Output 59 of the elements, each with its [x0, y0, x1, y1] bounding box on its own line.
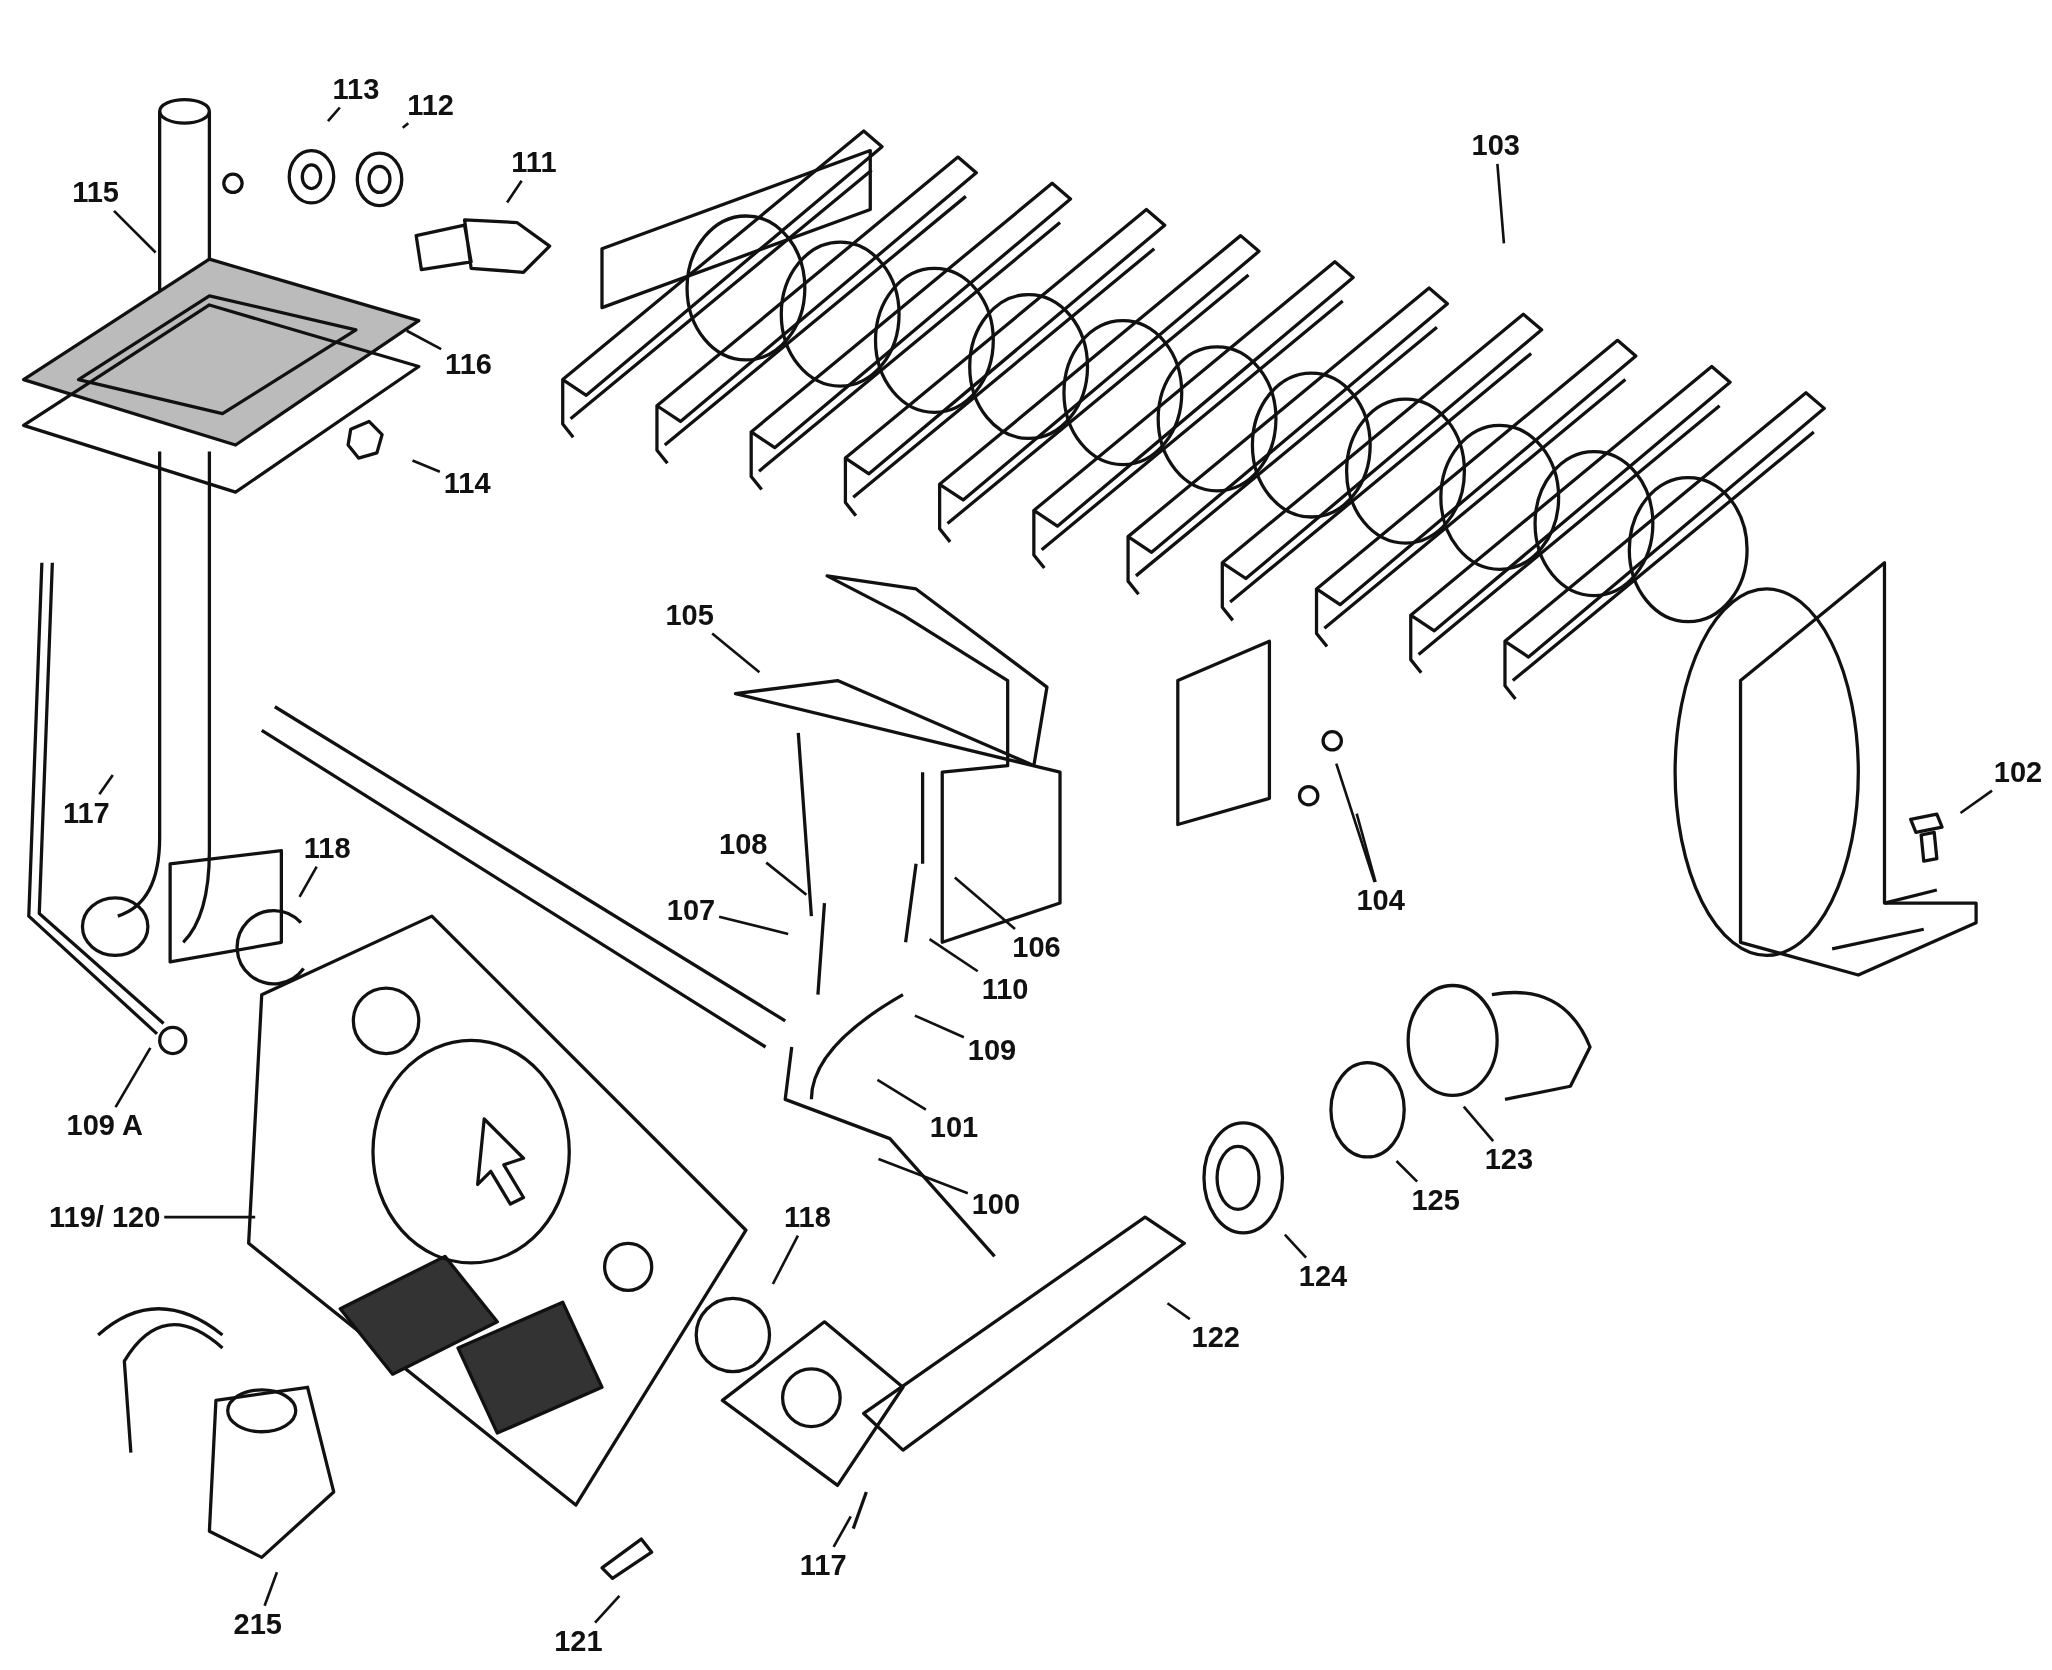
leader-line [1283, 1233, 1308, 1259]
leader-line [1166, 1302, 1191, 1321]
callout-number: 101 [929, 1112, 979, 1142]
leader-line [832, 1515, 852, 1548]
callout-number: 104 [1356, 885, 1405, 915]
callout-number: 121 [554, 1626, 603, 1656]
callout-number: 103 [1471, 130, 1520, 160]
callout-number: 107 [666, 895, 716, 924]
callout-number: 118 [784, 1202, 831, 1232]
callout-number: 102 [1993, 757, 2043, 787]
leader-line [718, 915, 789, 936]
callout-number: 215 [233, 1609, 282, 1639]
callout-number: 117 [799, 1550, 847, 1580]
leader-line [765, 861, 808, 896]
callout-number: 123 [1484, 1145, 1534, 1174]
callout-number: 116 [445, 349, 492, 379]
leader-line [953, 876, 1016, 931]
leader-line [914, 1014, 965, 1039]
leader-line [878, 1157, 969, 1195]
leader-line [113, 209, 157, 254]
leader-line [876, 1078, 927, 1111]
callout-number: 106 [1012, 932, 1061, 962]
leader-line [1395, 1160, 1419, 1183]
callout-number: 108 [719, 829, 768, 859]
leader-line [114, 1047, 152, 1108]
callout-number: 113 [332, 74, 380, 104]
leader-line [412, 459, 441, 473]
callout-number: 117 [62, 798, 110, 828]
leader-line [401, 122, 410, 129]
callout-number: 112 [407, 90, 454, 120]
leader-line [164, 1215, 256, 1219]
callout-number: 115 [72, 177, 119, 207]
leader-line [326, 106, 341, 122]
leader-line [594, 1594, 621, 1624]
callout-number: 109 [967, 1035, 1017, 1065]
callout-number: 125 [1411, 1185, 1460, 1215]
leader-line [711, 632, 761, 674]
leader-line [1462, 1105, 1495, 1142]
callout-number: 124 [1298, 1261, 1348, 1291]
leader-line [1496, 163, 1506, 244]
callout-number: 114 [443, 468, 491, 498]
leader-line [98, 774, 114, 796]
callout-number: 100 [971, 1189, 1021, 1219]
leader-line [1355, 813, 1377, 883]
leader-line [298, 865, 318, 898]
leader-line [1959, 789, 1993, 815]
leader-line [771, 1234, 800, 1285]
callout-number: 119/ 120 [49, 1202, 161, 1232]
callout-number: 118 [303, 833, 351, 863]
leader-line [1335, 763, 1376, 883]
leader-line [506, 180, 523, 204]
callout-number: 110 [981, 974, 1029, 1004]
leader-line [928, 937, 979, 973]
leader-line [263, 1571, 279, 1607]
callout-number: 122 [1191, 1322, 1240, 1352]
callout-number: 105 [665, 600, 714, 630]
callout-number: 109 A [66, 1110, 143, 1140]
leader-line [406, 329, 442, 351]
callout-number: 111 [511, 147, 557, 177]
